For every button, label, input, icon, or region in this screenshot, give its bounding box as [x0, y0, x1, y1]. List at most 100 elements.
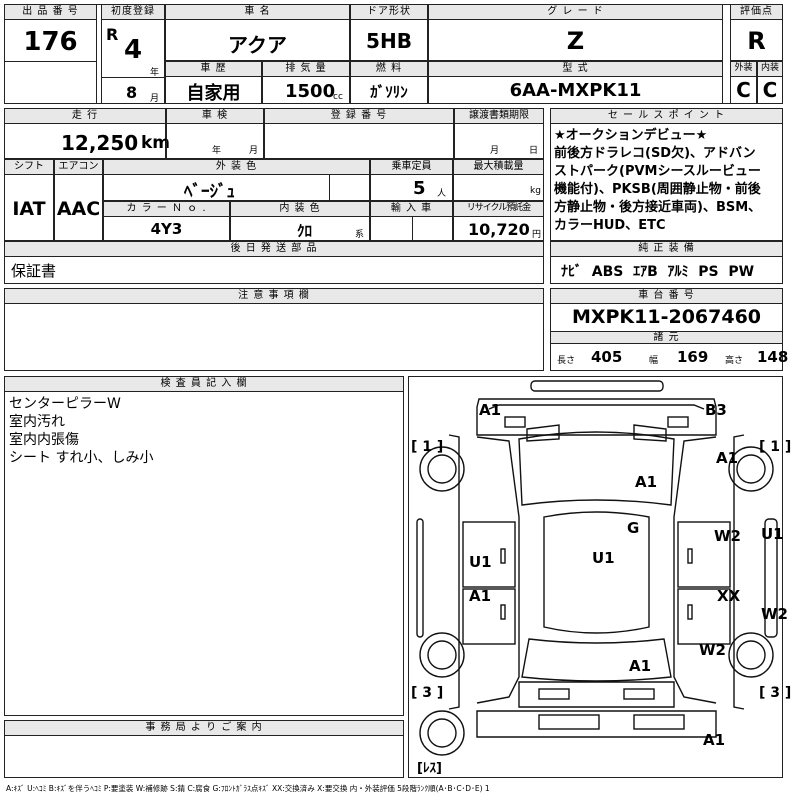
- first-reg-era: R: [106, 25, 119, 44]
- length-label: 長さ: [557, 356, 576, 366]
- fuel-label: 燃 料: [351, 62, 427, 77]
- exterior-grade-value: C: [736, 78, 751, 102]
- car-name-label: 車 名: [166, 5, 349, 20]
- model-value: 6AA-MXPK11: [509, 80, 642, 101]
- recycle-box: リサイクル預託金 10,720 円: [453, 201, 544, 241]
- lot-number-value: 176: [23, 27, 78, 57]
- sales-point-box: セ ー ル ス ポ イ ン ト ★オークションデビュー★ 前後方ドラレコ(SD欠…: [550, 108, 783, 241]
- chassis-label: 車 台 番 号: [551, 289, 782, 304]
- inspector-box: 検 査 員 記 入 欄 センターピラーW 室内汚れ 室内内張傷 シート すれ小、…: [4, 376, 404, 716]
- mileage-value: 12,250: [61, 131, 139, 155]
- inspector-label: 検 査 員 記 入 欄: [5, 377, 403, 392]
- exterior-color-value: ﾍﾞｰｼﾞｭ: [184, 182, 235, 202]
- tire-front-right-label: [ 1 ]: [759, 439, 792, 455]
- transfer-deadline-month-unit: 月: [490, 146, 500, 156]
- inspector-line: 室内内張傷: [9, 432, 79, 448]
- notes-box: 注 意 事 項 欄: [4, 288, 544, 371]
- interior-color-box: 内 装 色 ｸﾛ 系: [230, 201, 370, 241]
- equipment-value: ﾅﾋﾞ ABS ｴｱB ｱﾙﾐ PS PW: [561, 264, 755, 280]
- first-registration-box: 初度登録 R 4 年 8 月: [101, 4, 165, 104]
- sales-line: カラーHUD、ETC: [554, 218, 666, 233]
- model-box: 型 式 6AA-MXPK11: [428, 61, 723, 104]
- aircon-label: エアコン: [55, 160, 102, 175]
- sales-line: ★オークションデビュー★: [554, 128, 708, 143]
- score-label: 評価点: [731, 5, 782, 20]
- sales-line: 方静止物・後方接近車両)、BSM、: [554, 200, 762, 215]
- chassis-value: MXPK11-2067460: [571, 306, 762, 328]
- inspection-box: 車 検 年 月: [166, 108, 264, 159]
- car-outline-diagram: [416, 380, 778, 756]
- inspection-label: 車 検: [167, 109, 263, 124]
- exterior-grade-box: 外装 C: [730, 61, 757, 104]
- later-parts-value: 保証書: [11, 262, 57, 280]
- fuel-box: 燃 料 ｶﾞｿﾘﾝ: [350, 61, 428, 104]
- damage-mark-right-mirror: U1: [761, 525, 784, 543]
- tire-front-left-value: 1: [422, 439, 433, 455]
- shift-value: IAT: [12, 198, 46, 220]
- first-reg-year: 4: [124, 35, 143, 65]
- score-box: 評価点 R: [730, 4, 783, 61]
- damage-mark-hood: A1: [635, 473, 658, 491]
- later-parts-label: 後 日 発 送 部 品: [5, 242, 543, 257]
- import-box: 輸 入 車: [370, 201, 453, 241]
- displacement-label: 排 気 量: [263, 62, 349, 77]
- office-box: 事 務 局 よ り ご 案 内: [4, 720, 404, 778]
- capacity-unit: 人: [437, 189, 447, 199]
- history-label: 車 歴: [166, 62, 261, 77]
- damage-mark-right-front-wheel: A1: [716, 449, 739, 467]
- shift-box: シフト IAT: [4, 159, 54, 241]
- mileage-label: 走 行: [5, 109, 165, 124]
- sales-line: 前後方ドラレコ(SD欠)、アドバン: [554, 146, 756, 161]
- door-type-box: ドア形状 5HB: [350, 4, 428, 61]
- damage-mark-windshield: G: [627, 519, 640, 537]
- later-parts-box: 後 日 発 送 部 品 保証書: [4, 241, 544, 284]
- history-box: 車 歴 自家用: [165, 61, 262, 104]
- sales-point-text: ★オークションデビュー★ 前後方ドラレコ(SD欠)、アドバン ストパーク(PVM…: [554, 127, 761, 235]
- grade-value: Z: [566, 27, 585, 55]
- inspector-text: センターピラーW 室内汚れ 室内内張傷 シート すれ小、しみ小: [9, 395, 153, 467]
- office-label: 事 務 局 よ り ご 案 内: [5, 721, 403, 736]
- height-value: 148: [757, 348, 789, 366]
- capacity-box: 乗車定員 5 人: [370, 159, 453, 201]
- sales-line: 機能付)、PKSB(周囲静止物・前後: [554, 182, 761, 197]
- color-number-label: カ ラ ー Ｎ ｏ .: [104, 202, 229, 217]
- recycle-value: 10,720: [468, 220, 530, 239]
- max-load-unit: kg: [530, 186, 541, 196]
- damage-mark-right-front-door: W2: [714, 527, 741, 545]
- legend-text: A:ｷｽﾞ U:ﾍｺﾐ B:ｷｽﾞを伴うﾍｺﾐ P:要塗装 W:補修跡 S:錆 …: [6, 784, 490, 793]
- registration-number-label: 登 録 番 号: [265, 109, 453, 124]
- model-label: 型 式: [429, 62, 722, 77]
- length-value: 405: [591, 348, 623, 366]
- tire-rear-left-label: [ 3 ]: [411, 685, 444, 701]
- chassis-box: 車 台 番 号 MXPK11-2067460 諸 元 長さ 405 幅 169 …: [550, 288, 788, 371]
- damage-mark-trunk: A1: [629, 657, 652, 675]
- car-name-value: アクア: [228, 33, 287, 57]
- interior-color-unit: 系: [355, 230, 365, 240]
- recycle-unit: 円: [532, 230, 542, 240]
- damage-mark-left-rear-door: A1: [469, 587, 492, 605]
- color-number-box: カ ラ ー Ｎ ｏ . 4Y3: [103, 201, 230, 241]
- car-diagram: A1 B3 A1 A1 G W2 U1 U1 U1 A1 XX W2 W2 A1…: [408, 376, 791, 778]
- door-type-label: ドア形状: [351, 5, 427, 20]
- tire-rear-right-value: 3: [770, 685, 781, 701]
- max-load-label: 最大積載量: [454, 160, 543, 175]
- equipment-label: 純 正 装 備: [551, 242, 782, 257]
- transfer-deadline-box: 譲渡書類期限 月 日: [454, 108, 544, 159]
- lot-number-box: 出 品 番 号 176: [4, 4, 97, 104]
- dimensions-label: 諸 元: [551, 331, 782, 344]
- damage-mark-right-rear-quarter: W2: [699, 641, 726, 659]
- color-number-value: 4Y3: [150, 220, 183, 238]
- displacement-unit: cc: [333, 92, 343, 102]
- damage-mark-right-rear-door: XX: [717, 587, 741, 605]
- exterior-color-label: 外 装 色: [104, 160, 369, 175]
- inspector-line: 室内汚れ: [9, 414, 65, 430]
- width-label: 幅: [649, 356, 659, 366]
- import-label: 輸 入 車: [371, 202, 452, 217]
- transfer-deadline-label: 譲渡書類期限: [455, 109, 543, 124]
- lot-number-label: 出 品 番 号: [5, 5, 96, 20]
- tire-spare-label: [ﾚｽ]: [417, 761, 442, 776]
- damage-mark-right-side: W2: [761, 605, 788, 623]
- exterior-color-box: 外 装 色 ﾍﾞｰｼﾞｭ: [103, 159, 370, 202]
- shift-label: シフト: [5, 160, 53, 175]
- sales-line: ストパーク(PVMシースルービュー: [554, 164, 761, 179]
